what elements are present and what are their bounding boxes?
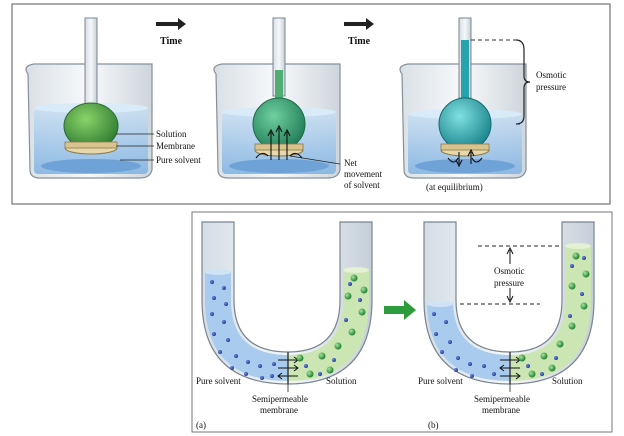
- a-label-membrane: membrane: [260, 405, 298, 415]
- u-tube-a: [201, 221, 373, 385]
- time-arrow-1: [156, 18, 186, 30]
- u-tube-b: [423, 221, 595, 385]
- transition-arrow: [384, 300, 416, 320]
- b-label-pure-solvent: Pure solvent: [418, 376, 463, 386]
- label-at-equilibrium: (at equilibrium): [426, 182, 483, 192]
- b-label-pressure: pressure: [494, 278, 524, 288]
- a-label-pure-solvent: Pure solvent: [196, 376, 241, 386]
- time-label-1: Time: [160, 36, 183, 47]
- label-membrane: Membrane: [156, 141, 195, 151]
- label-movement: movement: [344, 169, 382, 179]
- b-label-semipermeable: Semipermeable: [474, 394, 530, 404]
- label-net: Net: [344, 158, 357, 168]
- b-tag: (b): [428, 420, 439, 430]
- label-pressure: pressure: [536, 82, 566, 92]
- label-pure-solvent: Pure solvent: [156, 155, 201, 165]
- beaker-3: [399, 17, 531, 179]
- b-label-solution: Solution: [552, 376, 583, 386]
- b-label-osmotic: Osmotic: [494, 266, 525, 276]
- a-tag: (a): [196, 420, 206, 430]
- label-osmotic: Osmotic: [536, 70, 567, 80]
- a-label-solution: Solution: [326, 376, 357, 386]
- bottom-panel-frame: [191, 211, 613, 433]
- label-of-solvent: of solvent: [344, 180, 380, 190]
- b-label-membrane: membrane: [482, 405, 520, 415]
- label-solution: Solution: [156, 129, 187, 139]
- a-label-semipermeable: Semipermeable: [252, 394, 308, 404]
- time-label-2: Time: [348, 36, 371, 47]
- beaker-1: [25, 17, 153, 179]
- time-arrow-2: [344, 18, 374, 30]
- beaker-1-leaders: [116, 133, 154, 161]
